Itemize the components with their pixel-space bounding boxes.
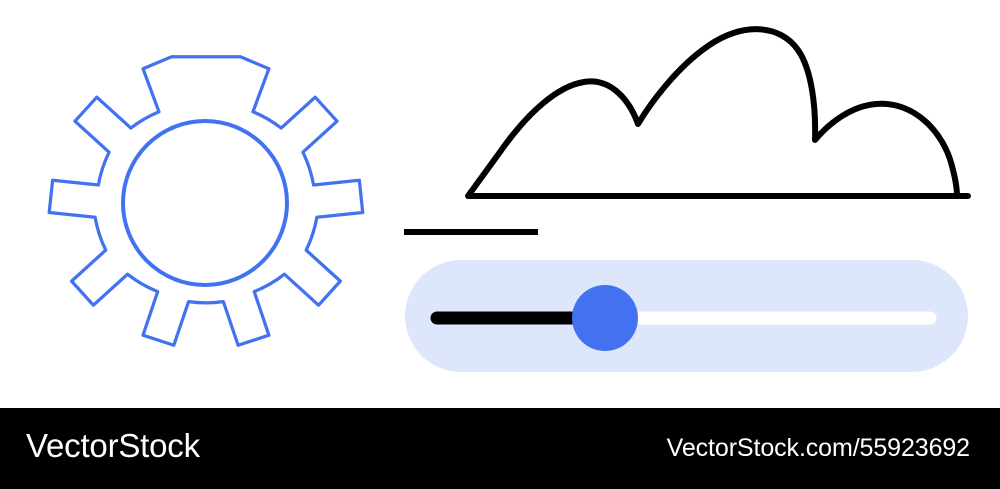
gear-outline-path <box>47 55 365 347</box>
cloud-icon <box>465 26 971 199</box>
brand-label: VectorStock <box>26 427 200 464</box>
slider-thumb[interactable] <box>572 285 638 351</box>
source-url-label: VectorStock.com/55923692 <box>666 434 970 462</box>
artboard <box>47 26 971 372</box>
gear-inner-hole <box>121 119 289 287</box>
slider-control[interactable] <box>405 260 968 372</box>
gear-icon <box>47 55 365 347</box>
cloud-outline-path <box>465 26 971 199</box>
watermark-footer <box>0 408 1000 489</box>
vector-artwork <box>47 26 971 372</box>
